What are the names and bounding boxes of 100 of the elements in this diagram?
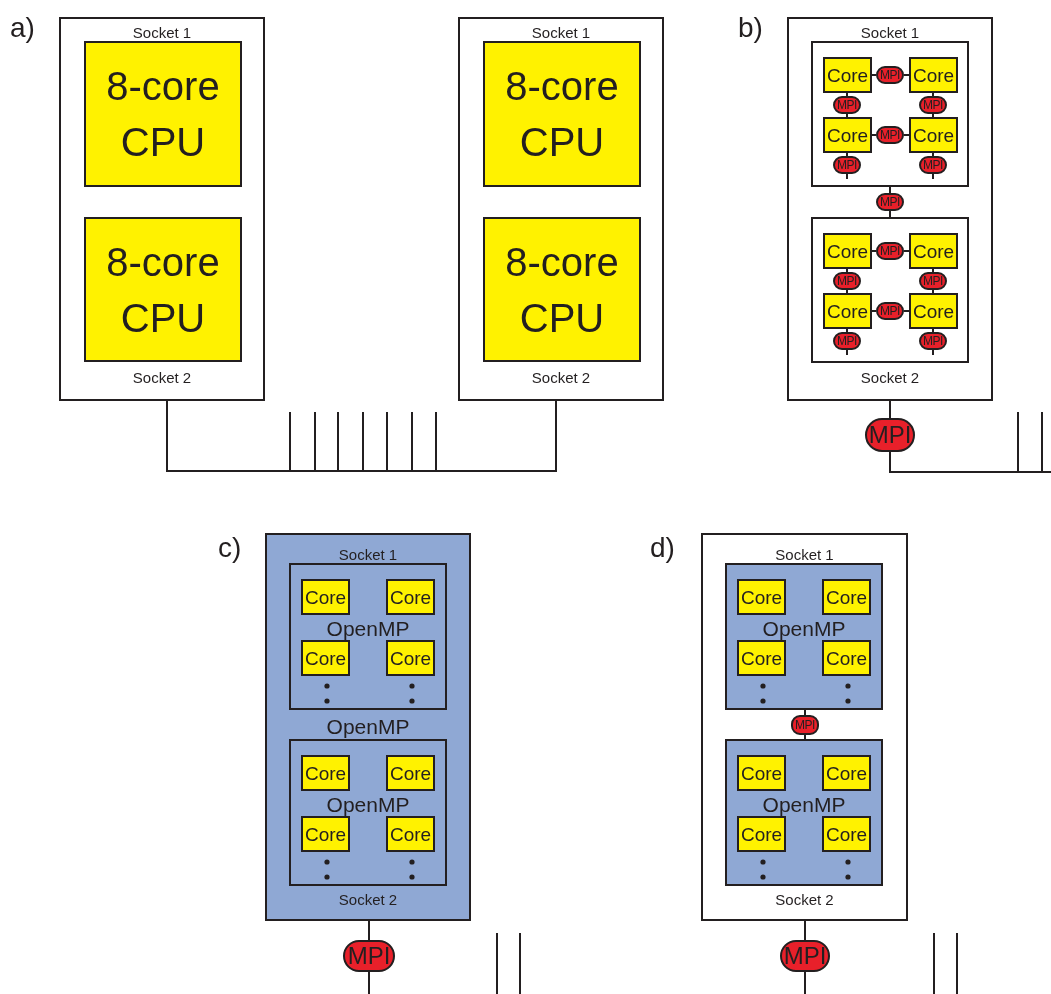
panel-label: c) — [218, 532, 242, 564]
core-block: Core — [823, 233, 872, 269]
socket-board — [59, 17, 265, 401]
connector-line — [804, 971, 806, 994]
connector-line — [871, 310, 877, 312]
connector-line — [932, 268, 934, 273]
connector-line — [846, 173, 848, 180]
core-block: Core — [909, 117, 958, 153]
core-block: Core — [823, 293, 872, 329]
socket-board — [787, 17, 993, 401]
socket-label: Socket 2 — [337, 890, 399, 908]
connector-line — [871, 250, 877, 252]
core-block: Core — [301, 640, 350, 676]
socket-label: Socket 1 — [337, 545, 399, 563]
connector-line — [889, 186, 891, 194]
connector-line — [932, 92, 934, 97]
core-block: Core — [909, 233, 958, 269]
socket-label: Socket 2 — [774, 890, 835, 908]
core-block: Core — [386, 755, 435, 791]
core-block: Core — [822, 640, 871, 676]
core-block: Core — [301, 755, 350, 791]
connector-line — [932, 349, 934, 356]
core-block: Core — [823, 57, 872, 93]
connector-line — [846, 328, 848, 333]
connector-line — [903, 310, 910, 312]
socket-frame — [811, 41, 969, 187]
connector-line — [871, 134, 877, 136]
mpi-pill: MPI — [876, 66, 904, 84]
mpi-pill: MPI — [876, 193, 904, 211]
openmp-label: OpenMP — [761, 616, 847, 640]
openmp-label: OpenMP — [325, 792, 411, 816]
core-block: Core — [909, 57, 958, 93]
socket-frame — [725, 563, 883, 710]
core-block: Core — [386, 640, 435, 676]
cpu-block: 8-core CPU — [483, 41, 641, 187]
core-block: Core — [822, 579, 871, 615]
socket-label: Socket 2 — [859, 368, 921, 386]
core-block: Core — [737, 579, 786, 615]
panel-label: d) — [650, 532, 675, 564]
socket-label: Socket 1 — [859, 23, 921, 41]
socket-label: Socket 2 — [131, 368, 193, 386]
connector-line — [932, 328, 934, 333]
connector-line — [889, 210, 891, 218]
connector-line — [903, 74, 910, 76]
core-block: Core — [301, 816, 350, 852]
core-block: Core — [737, 640, 786, 676]
mpi-pill: MPI — [865, 418, 915, 452]
connector-line — [846, 349, 848, 356]
socket-frame — [725, 739, 883, 886]
mpi-pill: MPI — [833, 332, 861, 350]
socket-label: Socket 1 — [131, 23, 193, 41]
connector-line — [903, 250, 910, 252]
mpi-pill: MPI — [791, 715, 819, 735]
mpi-pill: MPI — [833, 272, 861, 290]
connector-line — [932, 113, 934, 118]
connector-line — [932, 289, 934, 294]
mpi-pill: MPI — [876, 302, 904, 320]
core-block: Core — [301, 579, 350, 615]
connector-line — [846, 113, 848, 118]
socket-frame — [289, 739, 447, 886]
socket-frame — [289, 563, 447, 710]
connector-line — [804, 920, 806, 941]
connector-line — [889, 400, 891, 419]
connector-line — [846, 152, 848, 157]
mpi-pill: MPI — [876, 242, 904, 260]
mpi-pill: MPI — [919, 332, 947, 350]
connector-line — [846, 92, 848, 97]
connector-line — [368, 920, 370, 941]
cpu-block: 8-core CPU — [483, 217, 641, 362]
connector-line — [889, 451, 1051, 473]
socket-label: Socket 1 — [774, 545, 835, 563]
cpu-block: 8-core CPU — [84, 217, 242, 362]
socket-label: Socket 2 — [530, 368, 592, 386]
openmp-label: OpenMP — [325, 714, 411, 738]
mpi-pill: MPI — [833, 96, 861, 114]
socket-board — [265, 533, 471, 921]
core-block: Core — [386, 579, 435, 615]
mpi-pill: MPI — [780, 940, 830, 972]
panel-label: a) — [10, 12, 35, 44]
openmp-label: OpenMP — [761, 792, 847, 816]
mpi-pill: MPI — [343, 940, 395, 972]
connector-line — [804, 709, 806, 716]
mpi-pill: MPI — [919, 272, 947, 290]
cpu-block: 8-core CPU — [84, 41, 242, 187]
mpi-pill: MPI — [919, 96, 947, 114]
connector-line — [932, 173, 934, 180]
core-block: Core — [822, 755, 871, 791]
connector-line — [903, 134, 910, 136]
mpi-pill: MPI — [876, 126, 904, 144]
connector-line — [932, 152, 934, 157]
socket-board — [458, 17, 664, 401]
connector-line — [166, 400, 557, 472]
socket-board — [701, 533, 908, 921]
connector-line — [804, 734, 806, 740]
core-block: Core — [909, 293, 958, 329]
connector-line — [846, 268, 848, 273]
core-block: Core — [823, 117, 872, 153]
connector-line — [368, 971, 370, 994]
connector-line — [846, 289, 848, 294]
core-block: Core — [737, 755, 786, 791]
